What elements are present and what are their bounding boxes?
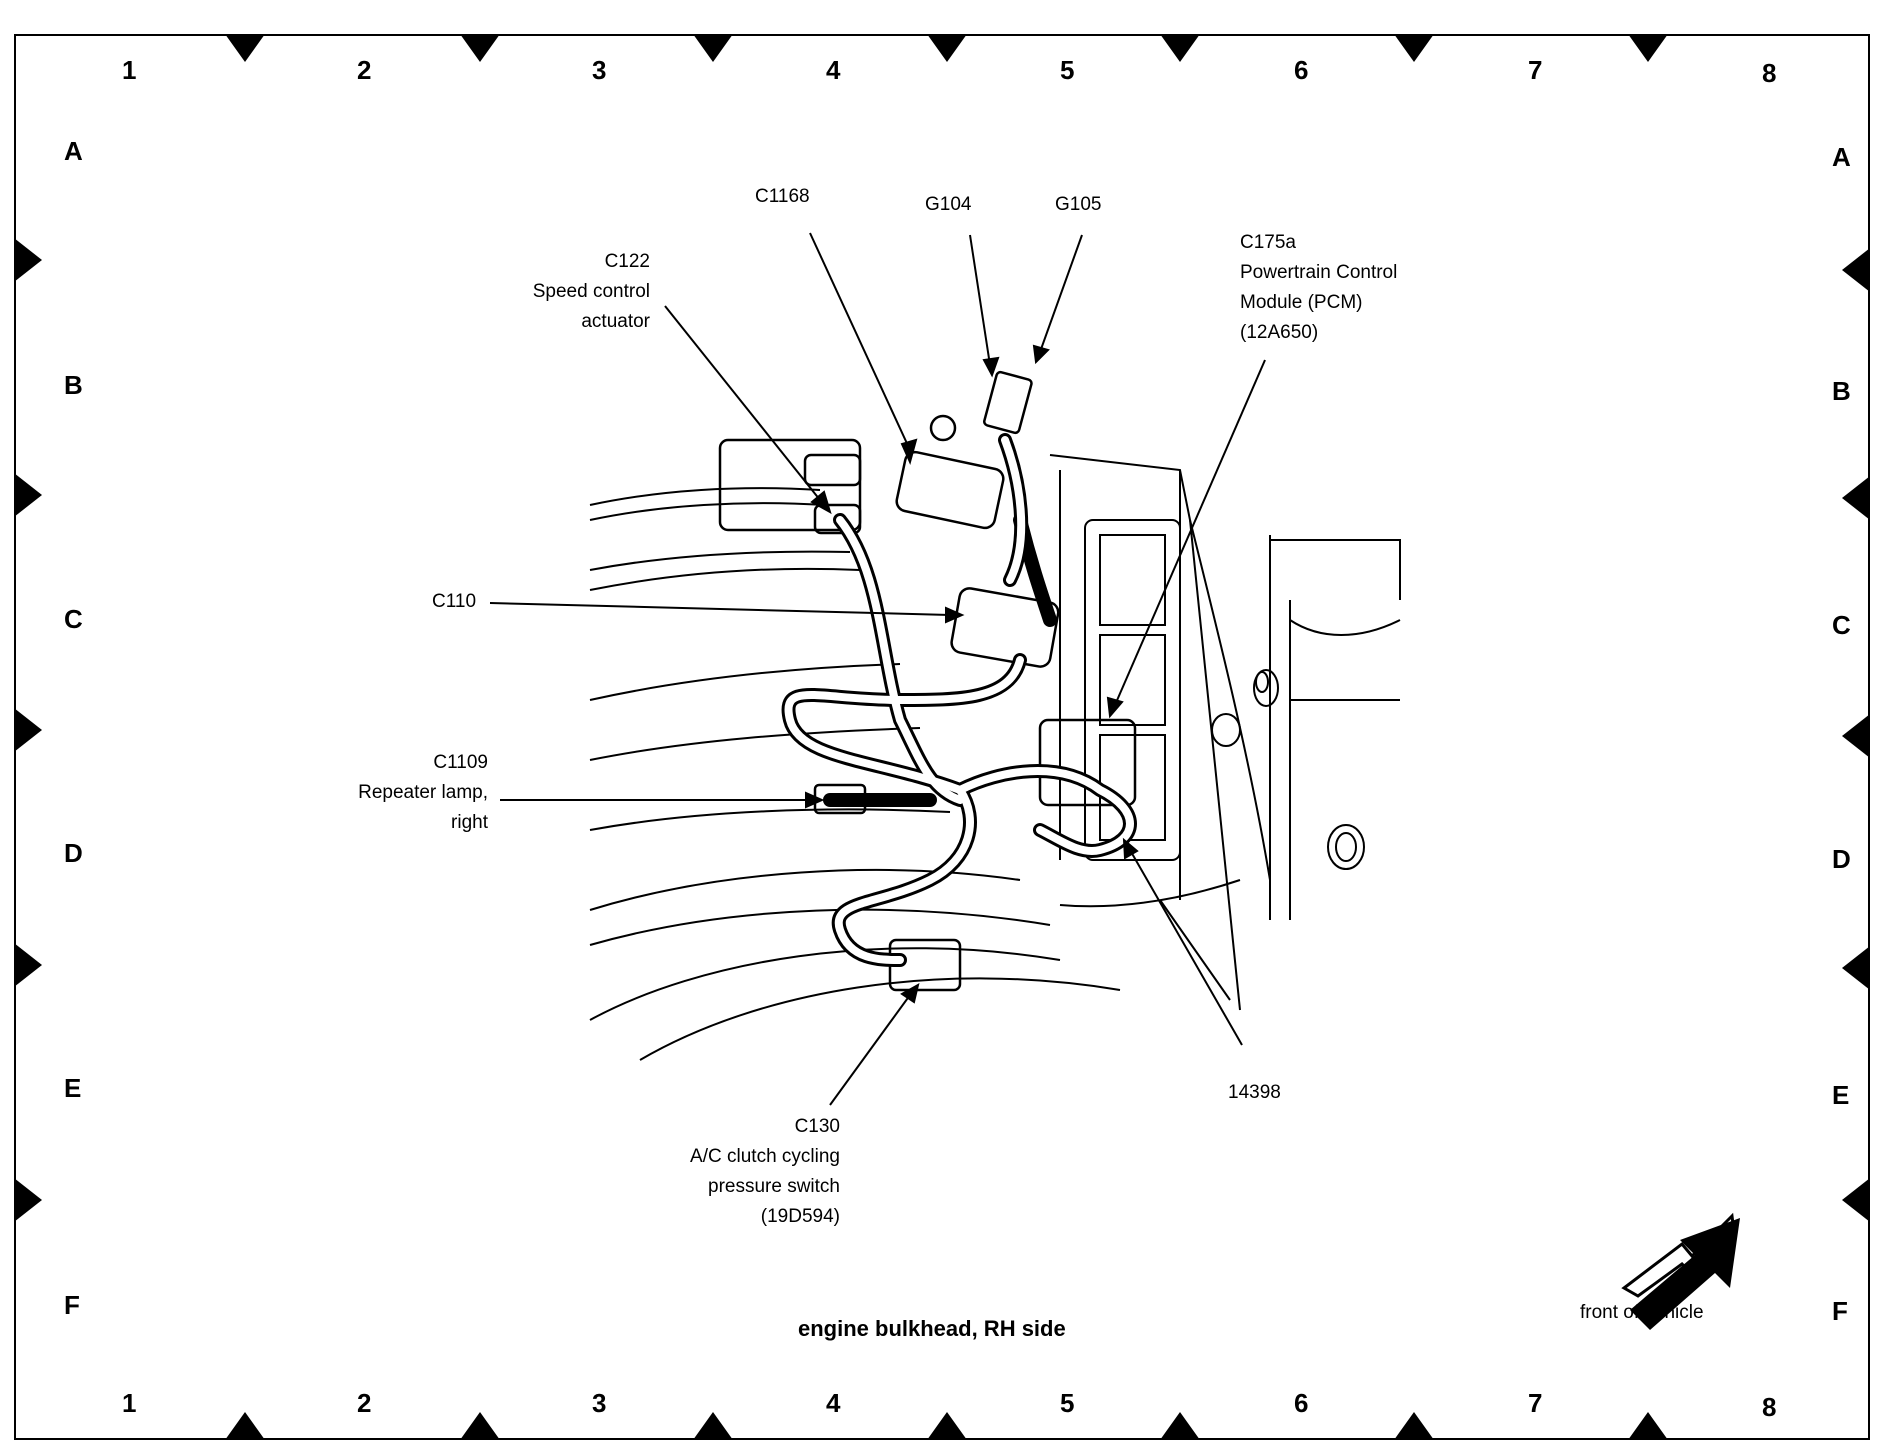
- grid-row-f-right: F: [1832, 1296, 1848, 1326]
- grid-col-4-top: 4: [826, 55, 841, 85]
- grid-row-d-right: D: [1832, 844, 1851, 874]
- callout-c1109-line2: right: [451, 812, 488, 833]
- grid-col-1-top: 1: [122, 55, 137, 85]
- grid-row-c-right: C: [1832, 610, 1851, 640]
- callout-c175a-id: C175a: [1240, 232, 1296, 253]
- callout-c1109-id: C1109: [433, 752, 488, 773]
- grid-row-b-right: B: [1832, 376, 1851, 406]
- callout-c1168: C1168: [755, 186, 810, 207]
- border-markers: [14, 34, 1870, 1440]
- grid-row-e-left: E: [64, 1073, 82, 1103]
- callout-c130-id: C130: [794, 1116, 840, 1137]
- callout-c122: C122 Speed control actuator: [470, 247, 650, 337]
- callout-g105: G105: [1055, 194, 1102, 215]
- callout-c130-line2: pressure switch: [708, 1176, 840, 1197]
- callout-14398: 14398: [1228, 1082, 1281, 1103]
- grid-col-6-bottom: 6: [1294, 1388, 1309, 1418]
- grid-col-5-top: 5: [1060, 55, 1075, 85]
- callout-c130-line1: A/C clutch cycling: [690, 1146, 840, 1167]
- grid-col-7-bottom: 7: [1528, 1388, 1543, 1418]
- grid-col-8-bottom: 8: [1762, 1392, 1777, 1422]
- front-arrow-icon: [1621, 1212, 1740, 1330]
- grid-col-4-bottom: 4: [826, 1388, 841, 1418]
- connectors: [718, 370, 1137, 992]
- grid-col-1-bottom: 1: [122, 1388, 137, 1418]
- callout-c1109: C1109 Repeater lamp, right: [300, 748, 488, 838]
- grid-col-5-bottom: 5: [1060, 1388, 1075, 1418]
- callout-c130-line3: (19D594): [760, 1206, 840, 1227]
- callout-c175a-line2: Module (PCM): [1240, 292, 1363, 313]
- leader-lines: [489, 232, 1266, 1106]
- grid-row-f-left: F: [64, 1290, 80, 1320]
- callout-c175a: C175a Powertrain Control Module (PCM) (1…: [1240, 228, 1397, 348]
- grid-row-a-right: A: [1832, 142, 1851, 172]
- callout-c130: C130 A/C clutch cycling pressure switch …: [620, 1112, 840, 1232]
- grid-col-3-bottom: 3: [592, 1388, 607, 1418]
- grid-row-c-left: C: [64, 604, 83, 634]
- grid-col-3-top: 3: [592, 55, 607, 85]
- grid-col-2-bottom: 2: [357, 1388, 372, 1418]
- wiring-harness-highlight: [784, 436, 1134, 964]
- callout-c175a-line1: Powertrain Control: [1240, 262, 1398, 283]
- grid-row-d-left: D: [64, 838, 83, 868]
- grid-row-b-left: B: [64, 370, 83, 400]
- grid-col-6-top: 6: [1294, 55, 1309, 85]
- grid-row-a-left: A: [64, 136, 83, 166]
- diagram-caption: engine bulkhead, RH side: [798, 1316, 1066, 1341]
- grid-col-8-top: 8: [1762, 58, 1777, 88]
- grid-col-7-top: 7: [1528, 55, 1543, 85]
- bulkhead-panels: [589, 454, 1401, 1061]
- callout-c122-id: C122: [604, 251, 650, 272]
- callout-c122-line2: actuator: [581, 311, 650, 332]
- callout-c122-line1: Speed control: [532, 281, 650, 302]
- grid-row-e-right: E: [1832, 1080, 1850, 1110]
- grid-col-2-top: 2: [357, 55, 372, 85]
- callout-g104: G104: [925, 194, 972, 215]
- callout-c110: C110: [432, 591, 477, 612]
- front-of-vehicle-label: front of vehicle: [1580, 1302, 1704, 1323]
- pcm-housing: [1084, 519, 1365, 870]
- callout-c1109-line1: Repeater lamp,: [358, 782, 488, 803]
- callout-c175a-line3: (12A650): [1240, 322, 1319, 343]
